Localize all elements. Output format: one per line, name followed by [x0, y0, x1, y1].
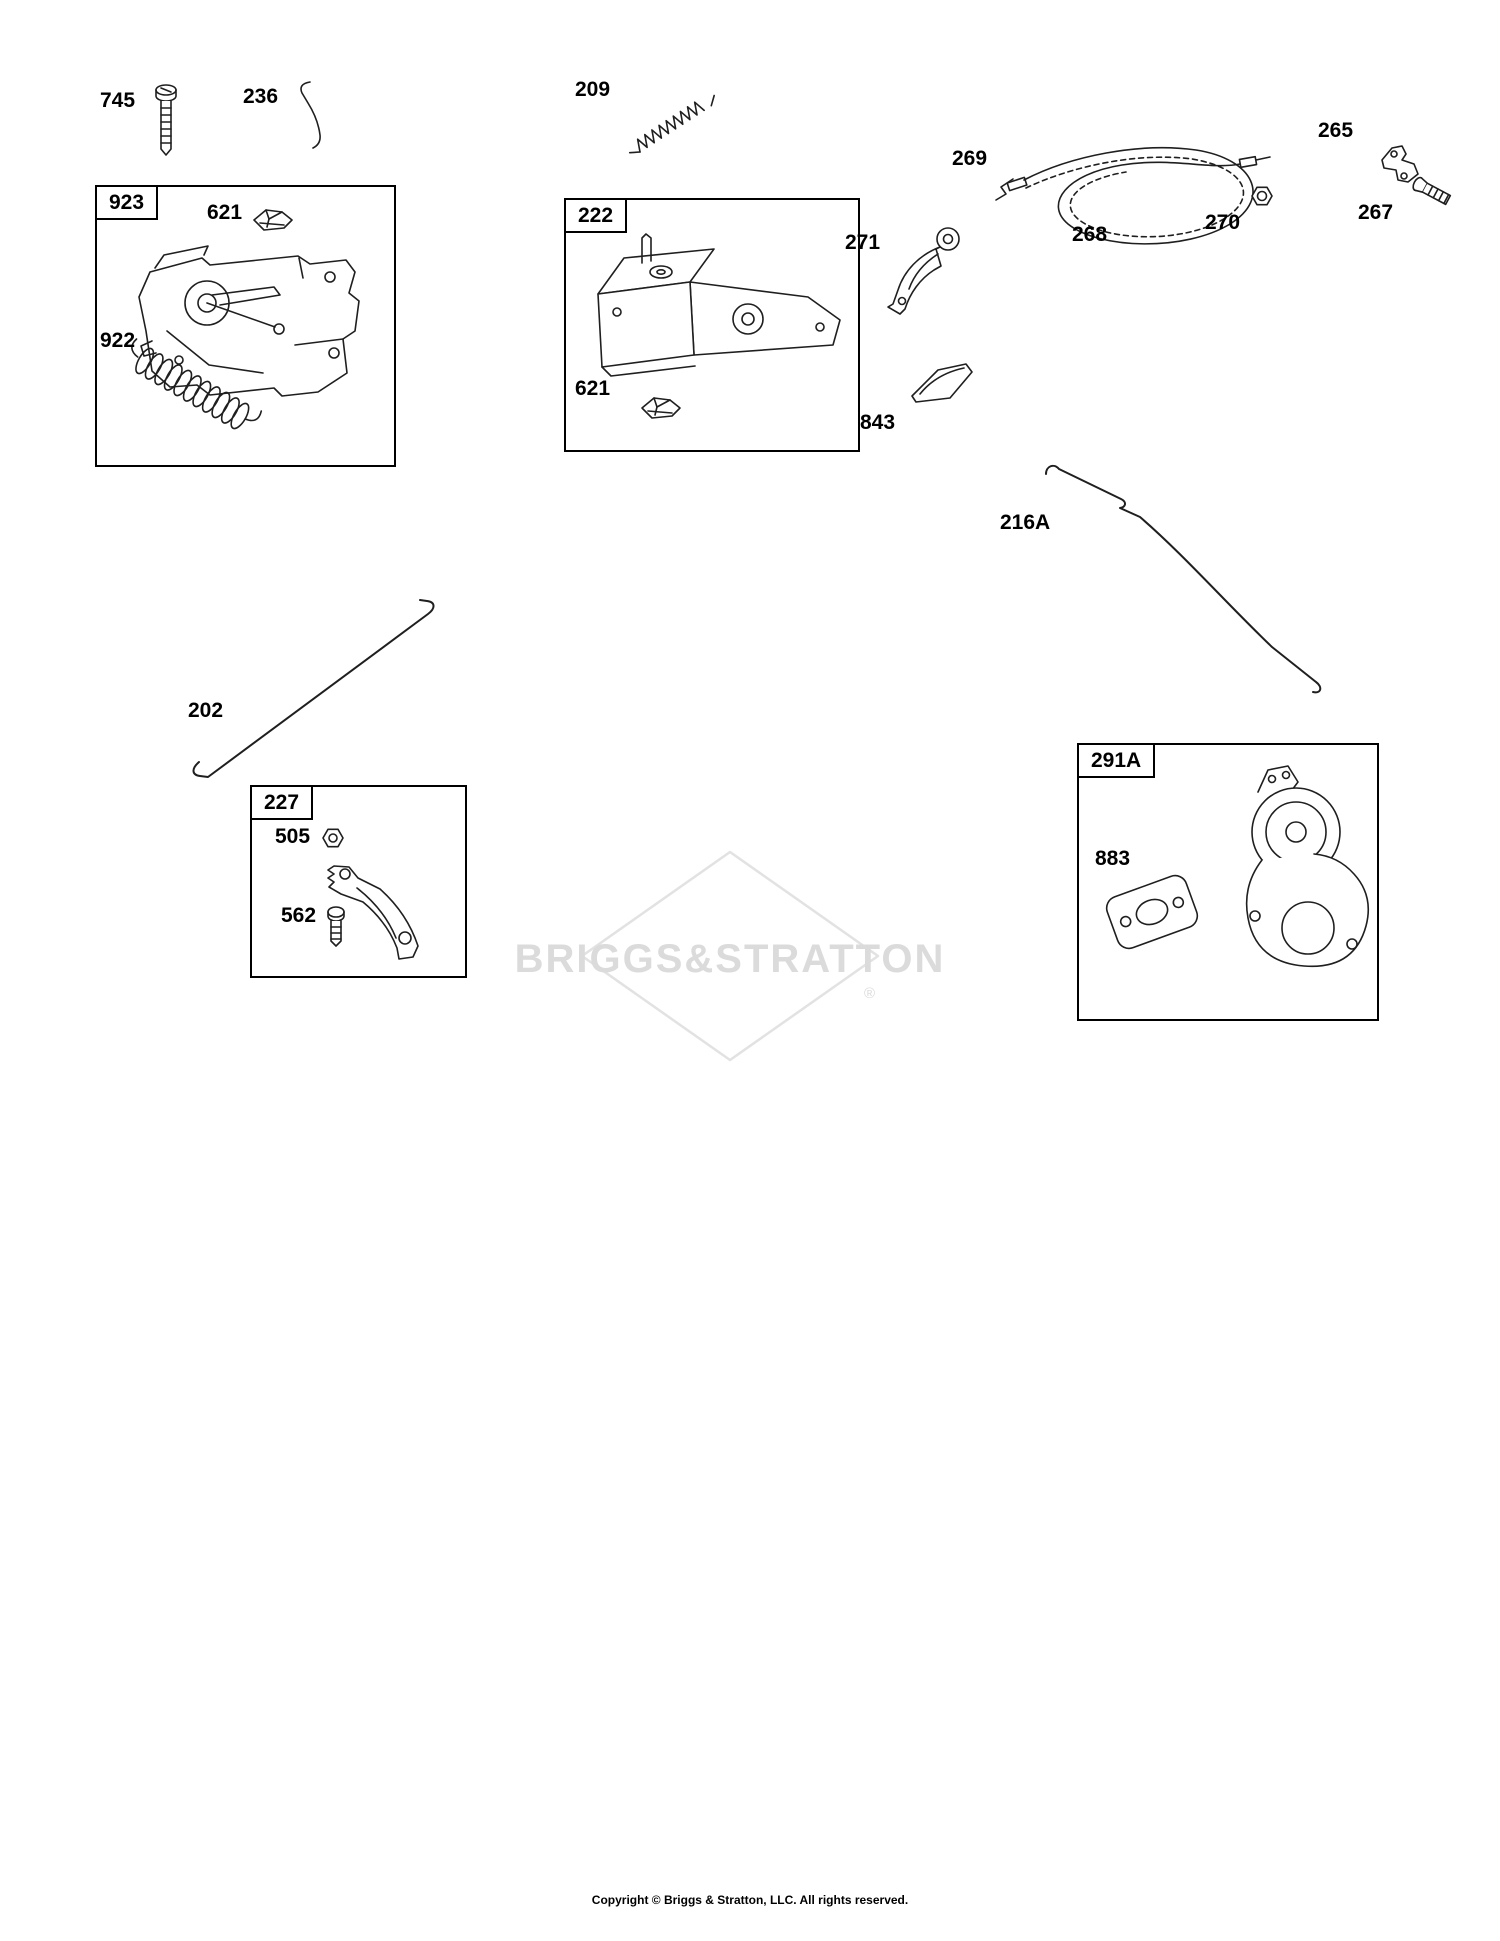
part-label-562: 562: [281, 904, 317, 927]
throttle-cable-268-drawing: [995, 146, 1271, 245]
governor-lever-227-drawing: [327, 865, 419, 960]
part-label-843: 843: [860, 411, 896, 434]
part-label-216A: 216A: [1000, 511, 1051, 534]
part-label-267: 267: [1358, 201, 1394, 224]
callout-box-291A: 291A: [1077, 743, 1379, 1021]
nut-270-icon: [1251, 186, 1273, 206]
spring-922-icon: [131, 338, 263, 430]
screw-562-icon: [327, 906, 345, 947]
spring-link-236-icon: [300, 81, 321, 149]
control-bracket-923-drawing: [138, 245, 360, 397]
group-label-923: 923: [95, 185, 159, 220]
part-label-269: 269: [952, 147, 988, 170]
part-label-505: 505: [275, 825, 311, 848]
part-label-621a: 621: [207, 201, 243, 224]
part-label-268: 268: [1072, 223, 1108, 246]
bolt-267-icon: [1412, 176, 1452, 206]
copyright-text: Copyright © Briggs & Stratton, LLC. All …: [591, 1893, 909, 1907]
part-label-270: 270: [1205, 211, 1241, 234]
nut-505-icon: [322, 828, 344, 848]
part-label-271: 271: [845, 231, 881, 254]
part-label-922: 922: [100, 329, 136, 352]
callout-box-222: 222: [564, 198, 860, 452]
part-label-209: 209: [575, 78, 611, 101]
callout-box-923: 923: [95, 185, 396, 467]
watermark-registered-icon: ®: [864, 985, 875, 1002]
part-label-202: 202: [188, 699, 224, 722]
briggs-stratton-watermark: BRIGGS&STRATTON ®: [515, 850, 946, 1062]
part-label-883: 883: [1095, 847, 1131, 870]
clamp-265-drawing: [1381, 145, 1419, 183]
group-label-222: 222: [564, 198, 628, 233]
governor-link-202-drawing: [192, 599, 435, 778]
governor-link-216A-drawing: [1045, 464, 1322, 694]
group-label-227: 227: [250, 785, 314, 820]
bracket-222-drawing: [597, 233, 841, 377]
bolt-745-icon: [155, 84, 177, 156]
callout-box-227: 227: [250, 785, 467, 978]
watermark-text: BRIGGS&STRATTON: [515, 937, 946, 981]
group-label-291A: 291A: [1077, 743, 1156, 778]
part-label-621b: 621: [575, 377, 611, 400]
gasket-883-drawing: [1105, 874, 1199, 950]
part-label-265: 265: [1318, 119, 1354, 142]
part-label-236: 236: [243, 85, 279, 108]
muffler-guard-291A-drawing: [1245, 765, 1370, 968]
part-label-745: 745: [100, 89, 136, 112]
lever-271-drawing: [887, 227, 960, 315]
spring-209-icon: [628, 94, 715, 154]
deflector-843-drawing: [911, 363, 973, 403]
